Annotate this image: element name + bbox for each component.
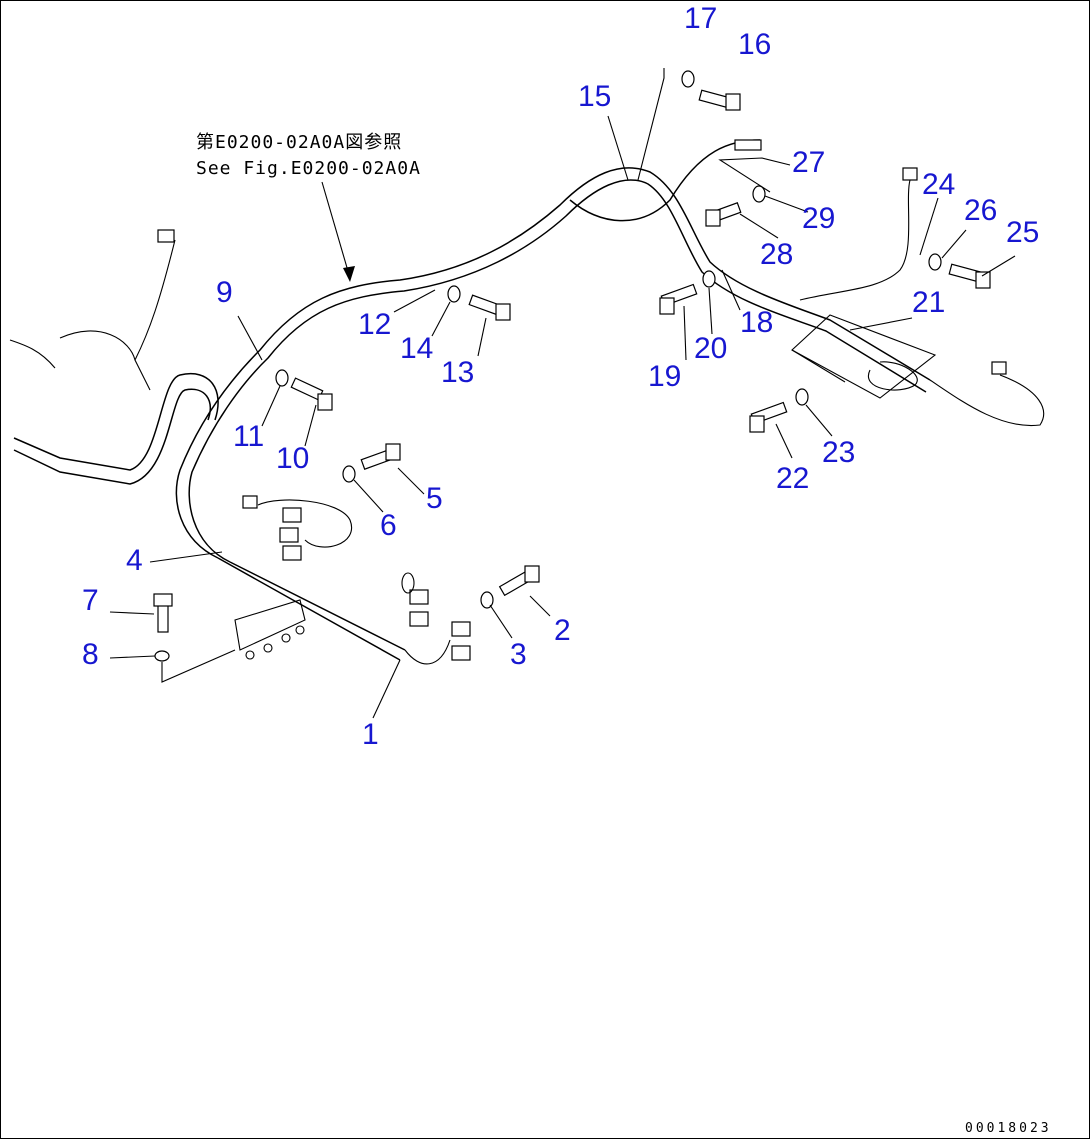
right-harness [734,139,1045,427]
callout-26: 26 [964,194,997,227]
leader-lines [109,68,1016,719]
bolt-28 [705,202,742,227]
callout-22: 22 [776,462,809,495]
callout-3: 3 [510,638,527,671]
callout-21: 21 [912,286,945,319]
callout-18: 18 [740,306,773,339]
bolt-16 [698,89,741,111]
reference-arrow [321,181,351,279]
bolt-22 [749,401,788,433]
callout-16: 16 [738,28,771,61]
callout-2: 2 [554,614,571,647]
callout-numbers: 1 2 3 4 5 6 7 8 9 10 11 12 13 14 15 16 1… [82,2,1039,751]
callout-29: 29 [802,202,835,235]
callout-8: 8 [82,638,99,671]
callout-13: 13 [441,356,474,389]
callout-9: 9 [216,276,233,309]
callout-25: 25 [1006,216,1039,249]
reference-arrowhead [343,266,355,282]
callout-11: 11 [233,420,264,453]
callout-17: 17 [684,2,717,35]
washers [154,70,942,662]
callout-7: 7 [82,584,99,617]
callout-27: 27 [792,146,825,179]
bolt-10 [290,377,333,411]
left-connector [157,229,175,243]
callout-23: 23 [822,436,855,469]
bolt-13 [468,294,511,321]
callout-4: 4 [126,544,143,577]
callout-15: 15 [578,80,611,113]
callout-14: 14 [400,332,433,365]
bolt-5 [360,443,401,470]
callout-19: 19 [648,360,681,393]
reference-note-jp: 第E0200-02A0A図参照 [196,132,402,153]
reference-note-en: See Fig.E0200-02A0A [196,158,421,179]
figure-code: 00018023 [965,1121,1052,1136]
left-frame-tube [9,229,219,485]
callout-10: 10 [276,442,309,475]
callout-5: 5 [426,482,443,515]
connector-cluster [234,495,471,665]
bolt-19 [659,283,698,315]
callout-20: 20 [694,332,727,365]
callout-12: 12 [358,308,391,341]
main-harness [175,139,931,661]
bolt-25 [948,263,991,289]
callout-1: 1 [362,718,379,751]
bolt-2 [498,565,540,597]
bolt-7 [153,593,173,633]
callout-6: 6 [380,509,397,542]
callout-28: 28 [760,238,793,271]
callout-24: 24 [922,168,955,201]
